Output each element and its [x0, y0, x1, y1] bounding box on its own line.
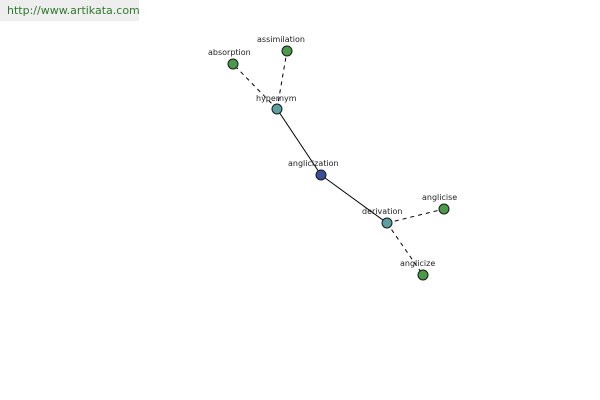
node-hypernym[interactable]: hypernym: [256, 94, 297, 115]
node-circle-anglicize[interactable]: [417, 269, 429, 281]
node-label-anglicise: anglicise: [422, 193, 457, 202]
node-anglicise[interactable]: anglicise: [422, 193, 457, 215]
node-circle-hypernym[interactable]: [271, 103, 283, 115]
edge-derivation-anglicise: [386, 208, 445, 224]
node-circle-anglicization[interactable]: [315, 169, 327, 181]
node-label-assimilation: assimilation: [257, 35, 305, 44]
node-circle-anglicise[interactable]: [438, 203, 450, 215]
node-label-absorption: absorption: [208, 48, 251, 57]
watermark-banner: http://www.artikata.com: [0, 0, 140, 21]
watermark-url: http://www.artikata.com: [7, 4, 140, 17]
node-anglicize[interactable]: anglicize: [400, 259, 435, 281]
node-absorption[interactable]: absorption: [208, 48, 251, 70]
node-derivation[interactable]: derivation: [362, 207, 402, 229]
node-circle-assimilation[interactable]: [281, 45, 293, 57]
node-label-derivation: derivation: [362, 207, 402, 216]
edge-hypernym-absorption: [232, 63, 278, 110]
edge-anglicization-hypernym: [276, 108, 322, 176]
node-label-hypernym: hypernym: [256, 94, 297, 103]
node-anglicization[interactable]: anglicization: [288, 159, 339, 181]
edge-derivation-anglicize: [386, 222, 424, 276]
edge-hypernym-assimilation: [276, 50, 288, 110]
edge-anglicization-derivation: [320, 174, 388, 224]
edges-layer: [232, 50, 445, 276]
node-assimilation[interactable]: assimilation: [257, 35, 305, 57]
node-circle-derivation[interactable]: [381, 217, 393, 229]
node-label-anglicization: anglicization: [288, 159, 339, 168]
node-label-anglicize: anglicize: [400, 259, 435, 268]
node-circle-absorption[interactable]: [227, 58, 239, 70]
nodes-layer: anglicization hypernym derivation absorptio…: [208, 35, 457, 281]
